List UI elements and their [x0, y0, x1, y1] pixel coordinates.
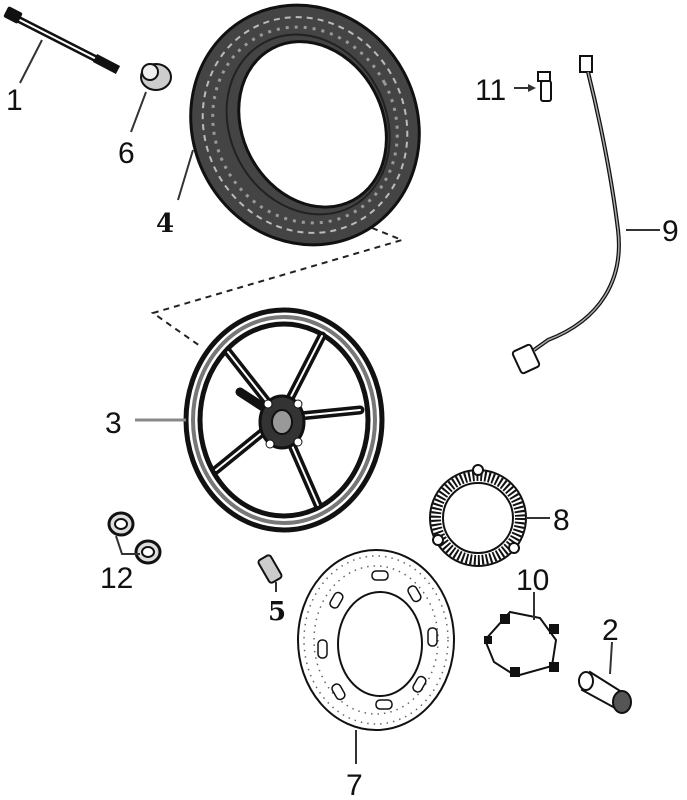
callout-4: 4 — [156, 209, 174, 239]
callout-11: 11 — [475, 74, 506, 107]
callout-2: 2 — [602, 614, 619, 647]
part-1-axle-bolt — [3, 6, 121, 84]
part-8-abs-tone-ring — [429, 464, 550, 567]
part-5-sleeve — [257, 554, 283, 592]
callout-12: 12 — [100, 562, 133, 595]
callout-7: 7 — [346, 769, 363, 800]
callout-8: 8 — [553, 504, 570, 537]
callout-9: 9 — [662, 215, 679, 248]
callout-3: 3 — [105, 407, 122, 440]
callout-5: 5 — [268, 597, 286, 627]
part-12-bearings — [107, 511, 162, 565]
part-6-spacer — [130, 63, 172, 133]
part-3-wheel-rim — [135, 307, 385, 533]
assembly-dashed-line — [150, 227, 406, 347]
part-2-bushing — [578, 641, 632, 714]
part-11-small-bolt — [514, 71, 552, 102]
callout-6: 6 — [118, 137, 135, 170]
part-7-brake-disc — [297, 549, 455, 764]
part-4-tire — [189, 3, 421, 247]
callout-1: 1 — [6, 84, 23, 117]
part-9-abs-sensor-cable — [511, 55, 660, 375]
callout-10: 10 — [516, 564, 549, 597]
part-10-abs-bracket — [483, 592, 559, 678]
